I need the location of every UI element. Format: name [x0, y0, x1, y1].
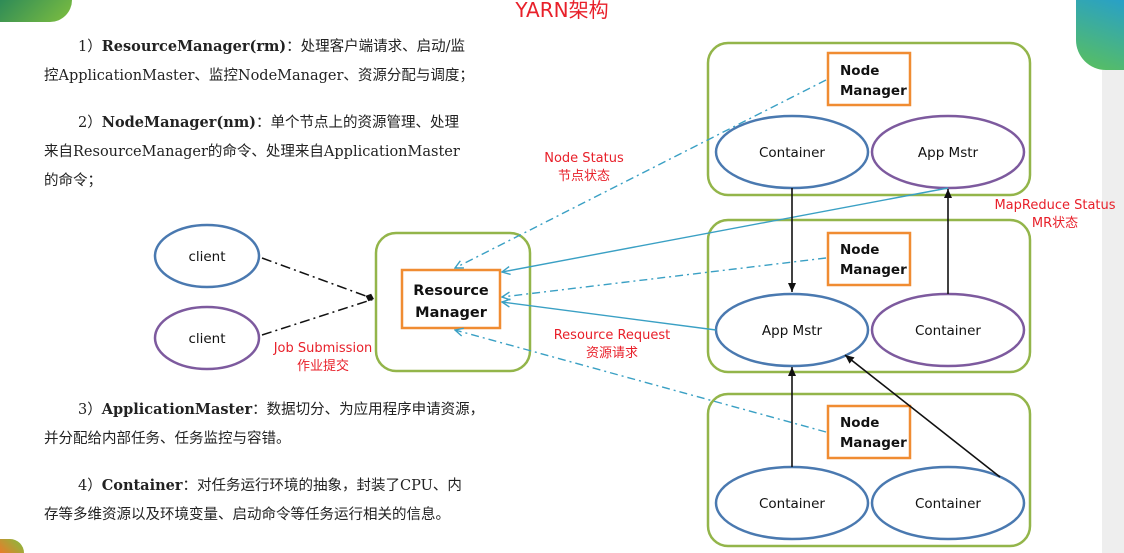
client-label: client	[188, 249, 225, 265]
node-box-1	[706, 41, 1032, 197]
paragraph-node-manager: 2）NodeManager(nm)：单个节点上的资源管理、处理 来自Resour…	[44, 108, 499, 196]
node-1-left-label: Container	[759, 145, 825, 161]
node-manager-label: Node	[840, 63, 879, 79]
node-manager-label: Manager	[840, 262, 907, 278]
container-to-appmaster-arrow	[844, 354, 1001, 478]
para-num: 1）	[78, 39, 102, 55]
mapreduce-status-line	[502, 187, 949, 272]
para-term: NodeManager(nm)	[101, 114, 257, 131]
paragraph-container: 4）Container：对任务运行环境的抽象，封装了CPU、内 存等多维资源以及…	[44, 471, 514, 530]
para-text: 单个节点上的资源管理、处理	[270, 115, 460, 131]
corner-decoration	[0, 539, 24, 553]
mapreduce-status-label: MapReduce Status	[994, 198, 1115, 213]
node-manager-3	[826, 404, 912, 460]
client-label: client	[188, 331, 225, 347]
node-3-right-label: Container	[915, 496, 981, 512]
job-submission-line	[261, 257, 375, 302]
resource-request-line	[502, 302, 717, 331]
para-sep: ：	[286, 39, 301, 55]
corner-decoration	[0, 0, 72, 22]
para-num: 3）	[78, 402, 102, 418]
mapreduce-status-label-cn: MR状态	[1032, 216, 1078, 231]
paragraph-application-master: 3）ApplicationMaster：数据切分、为应用程序申请资源， 并分配给…	[44, 395, 514, 454]
node-box-3	[706, 392, 1032, 548]
slide-title: YARN架构	[515, 0, 609, 22]
node-3-left-label: Container	[759, 496, 825, 512]
para-sep: ：	[182, 478, 198, 494]
para-text: 存等多维资源以及环境变量、启动命令等任务运行相关的信息。	[44, 507, 450, 523]
right-scrollbar[interactable]	[1102, 70, 1124, 553]
para-term: ApplicationMaster	[101, 401, 253, 418]
node-status-line	[455, 79, 827, 268]
client-ellipse-2	[153, 305, 261, 371]
job-submission-label: Job Submission	[273, 341, 373, 356]
node-manager-label: Node	[840, 242, 879, 258]
node-manager-label: Manager	[840, 435, 907, 451]
para-text: 对任务运行环境的抽象，封装了CPU、内	[197, 478, 462, 494]
node-manager-1	[826, 51, 912, 107]
para-sep: ：	[252, 402, 267, 418]
para-text: 来自ResourceManager的命令、处理来自ApplicationMast…	[44, 144, 460, 160]
para-term: ResourceManager(rm)	[101, 38, 287, 55]
client-ellipse-1	[153, 223, 261, 289]
node-status-label: Node Status	[544, 151, 624, 166]
node-manager-2	[826, 231, 912, 287]
resource-manager-box	[374, 231, 532, 373]
para-text: 控ApplicationMaster、监控NodeManager、资源分配与调度…	[44, 68, 474, 84]
resource-manager	[400, 268, 502, 330]
para-num: 4）	[78, 478, 102, 494]
container-ellipse	[870, 465, 1026, 541]
para-num: 2）	[78, 115, 102, 131]
job-submission-label-cn: 作业提交	[297, 358, 349, 374]
para-text: 数据切分、为应用程序申请资源，	[266, 402, 485, 418]
paragraph-resource-manager: 1）ResourceManager(rm)：处理客户端请求、启动/监 控Appl…	[44, 32, 514, 91]
para-text: 的命令；	[44, 173, 102, 189]
para-term: Container	[101, 477, 183, 494]
node-status-line	[502, 257, 827, 297]
node-manager-label: Node	[840, 415, 879, 431]
node-2-right-label: Container	[915, 323, 981, 339]
node-box-2	[706, 218, 1032, 374]
node-2-left-label: App Mstr	[762, 323, 823, 339]
resource-manager-label: Manager	[415, 305, 488, 321]
para-sep: ：	[256, 115, 271, 131]
node-manager-label: Manager	[840, 83, 907, 99]
para-text: 并分配给内部任务、任务监控与容错。	[44, 431, 291, 447]
node-status-line	[455, 330, 827, 433]
resource-request-label: Resource Request	[554, 328, 671, 343]
corner-decoration	[1076, 0, 1124, 70]
resource-manager-label: Resource	[413, 283, 489, 299]
para-text: 处理客户端请求、启动/监	[300, 39, 466, 55]
resource-request-label-cn: 资源请求	[586, 346, 638, 361]
node-1-right-label: App Mstr	[918, 145, 979, 161]
job-submission-line	[261, 298, 375, 336]
node-status-label-cn: 节点状态	[558, 169, 610, 184]
